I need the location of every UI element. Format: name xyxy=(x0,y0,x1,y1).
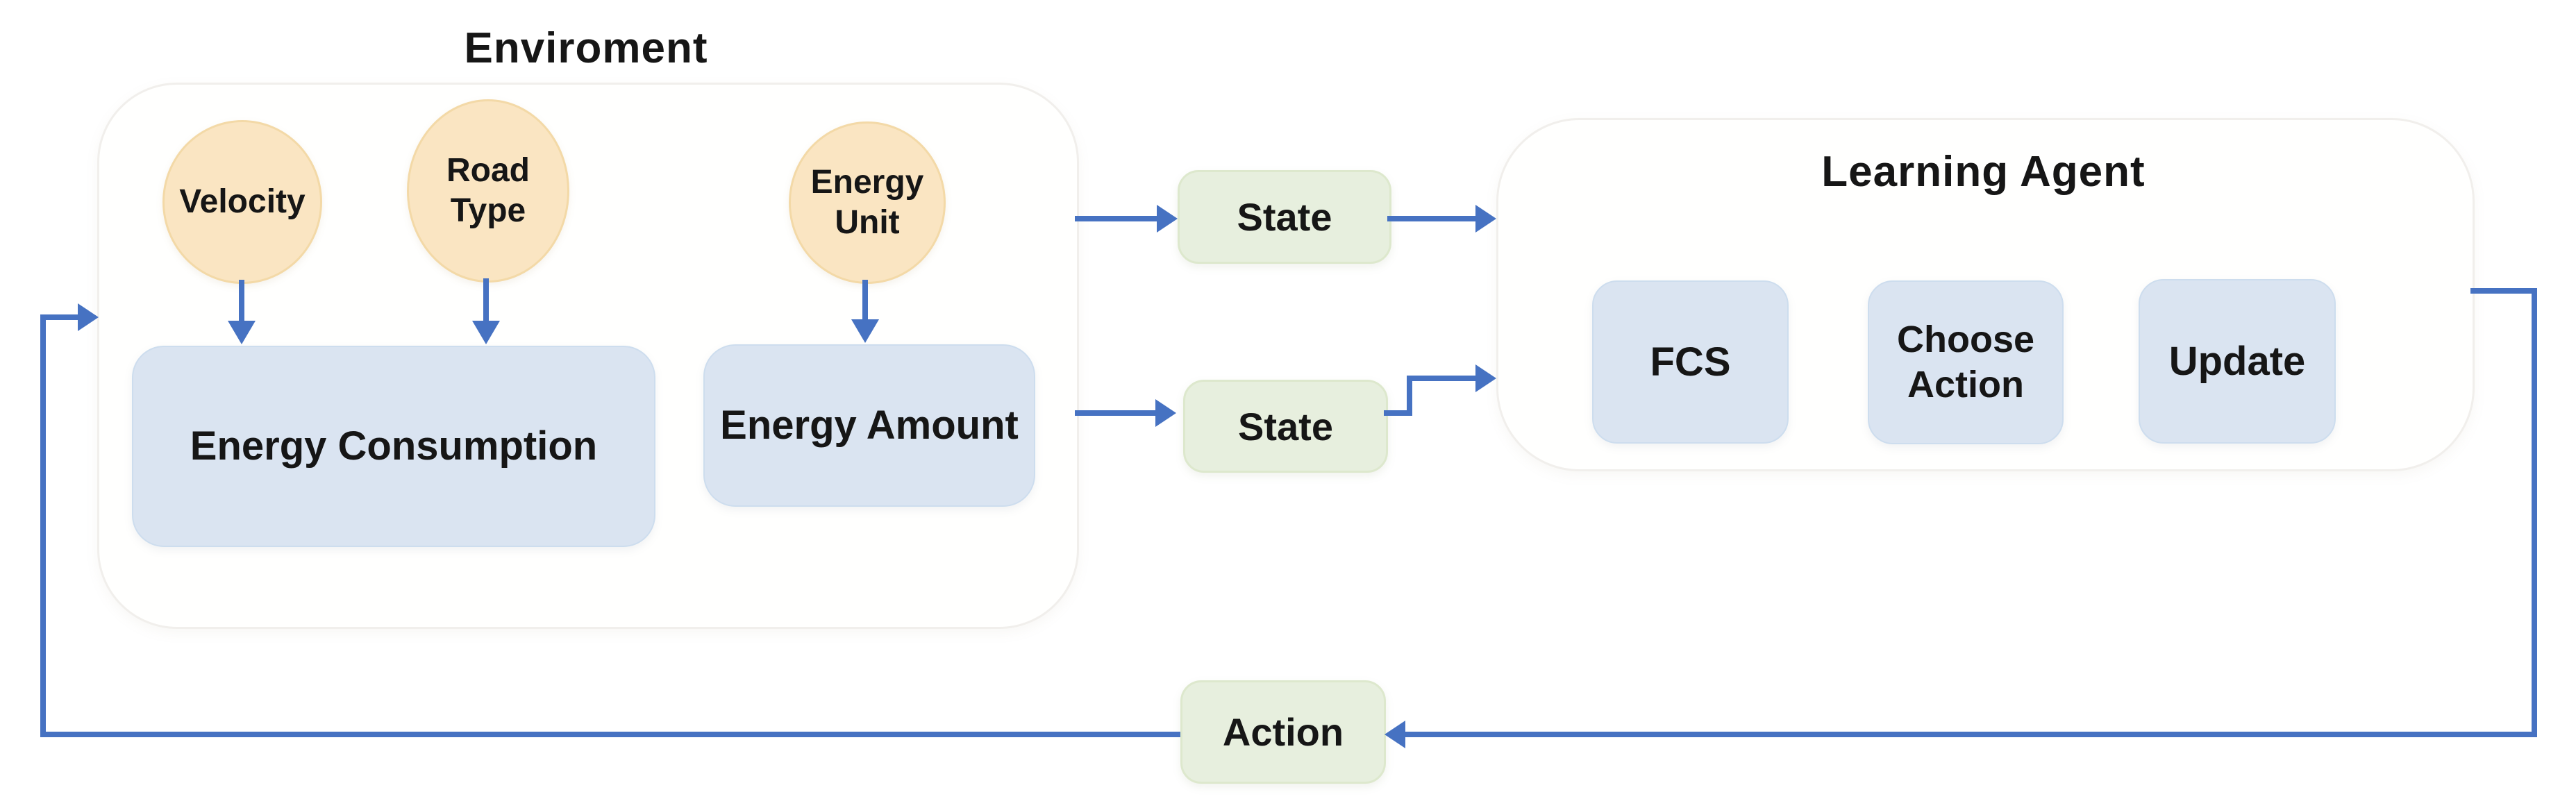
energy-consumption-label: Energy Consumption xyxy=(190,423,598,469)
fcs-label: FCS xyxy=(1650,339,1731,385)
state-top-node: State xyxy=(1178,170,1391,264)
update-label: Update xyxy=(2168,338,2306,384)
learning-agent-title: Learning Agent xyxy=(1821,148,2146,196)
velocity-node: Velocity xyxy=(162,120,322,284)
action-node: Action xyxy=(1180,680,1386,784)
fcs-node: FCS xyxy=(1592,280,1789,444)
road-type-node: Road Type xyxy=(407,99,569,283)
energy-unit-node: Energy Unit xyxy=(789,121,946,284)
choose-action-node: Choose Action xyxy=(1868,280,2064,444)
energy-amount-label: Energy Amount xyxy=(720,403,1019,448)
energy-consumption-node: Energy Consumption xyxy=(132,346,655,547)
velocity-label: Velocity xyxy=(179,183,306,221)
choose-action-label: Choose Action xyxy=(1896,319,2035,405)
state-bottom-node: State xyxy=(1183,380,1388,473)
state-bottom-label: State xyxy=(1238,404,1333,448)
environment-title: Enviroment xyxy=(464,24,708,72)
energy-amount-node: Energy Amount xyxy=(703,344,1035,507)
update-node: Update xyxy=(2139,279,2336,444)
road-type-label: Road Type xyxy=(446,152,530,229)
state-top-label: State xyxy=(1237,195,1332,239)
action-label: Action xyxy=(1222,710,1344,754)
energy-unit-label: Energy Unit xyxy=(810,164,924,241)
